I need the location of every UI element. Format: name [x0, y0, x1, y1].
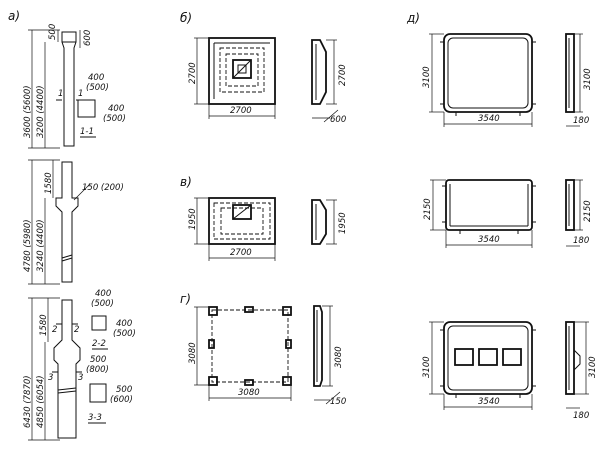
dim-col2-top: 1580: [44, 172, 54, 194]
dim-col3-total: 6430 (7870): [23, 375, 33, 428]
panel-d2-side-height: 2150: [583, 200, 593, 222]
cut-mark-2-right: 2: [74, 325, 79, 335]
panel-d3-width: 3540: [478, 397, 500, 407]
sec2-height: 400: [116, 319, 132, 329]
panel-v: 1950 2700 1950: [188, 197, 348, 261]
cut-mark-1-right: 1: [78, 89, 83, 99]
panel-d3-height: 3100: [422, 356, 432, 378]
sec3-width: 500: [90, 355, 106, 365]
panel-v-side-height: 1950: [338, 212, 348, 234]
panel-d2: 2150 3540 2150 180: [423, 179, 593, 248]
panel-g: 3080 3080 3080 150: [188, 305, 346, 407]
cut-mark-1-left: 1: [58, 89, 63, 99]
dim-col1-shaft: 3200 (4400): [36, 85, 46, 138]
panel-b: 2700 2700 2700 600: [188, 37, 348, 125]
panel-d2-height: 2150: [423, 198, 433, 220]
column-2: 4780 (5980) 3240 (4400) 1580 150 (200): [23, 159, 124, 285]
column-3: 2 2 3 3 6430 (7870) 4850 (6054) 1580 400…: [23, 289, 136, 441]
panel-d3-side-height: 3100: [588, 356, 597, 378]
label-panel-a: а): [8, 9, 20, 23]
sec1-height-alt: (500): [103, 114, 126, 124]
panel-d2-width: 3540: [478, 235, 500, 245]
section-label-1-1: 1-1: [80, 127, 94, 137]
panel-d1-side-height: 3100: [583, 68, 593, 90]
sec1-width-alt: (500): [86, 83, 109, 93]
panel-b-side-height: 2700: [338, 64, 348, 86]
panel-g-side-height: 3080: [334, 346, 344, 368]
panel-d1-width: 3540: [478, 114, 500, 124]
panel-b-width: 2700: [230, 106, 252, 116]
panel-d2-side-thickness: 180: [573, 236, 589, 246]
dim-col3-lower: 4850 (6054): [36, 375, 46, 428]
label-panel-g: г): [180, 292, 191, 306]
label-panel-d: д): [406, 11, 420, 25]
dim-col2-total: 4780 (5980): [23, 219, 33, 272]
sec3-height: 500: [116, 385, 132, 395]
sec3-height-alt: (600): [110, 395, 133, 405]
label-panel-b: б): [180, 11, 192, 25]
panel-g-side-thickness: 150: [330, 397, 346, 407]
sec1-width: 400: [88, 73, 104, 83]
dim-col1-top-right: 600: [83, 30, 93, 46]
label-panel-v: в): [180, 175, 192, 189]
panel-b-height: 2700: [188, 62, 198, 84]
sec2-width: 400: [95, 289, 111, 299]
cut-mark-2-left: 2: [52, 325, 57, 335]
column-1: 1 1 500 600 3600 (5600) 3200 (4400) 400 …: [23, 24, 126, 149]
panel-g-width: 3080: [238, 388, 260, 398]
dim-col2-lower: 3240 (4400): [36, 219, 46, 272]
panel-d3-side-thickness: 180: [573, 411, 589, 421]
sec2-width-alt: (500): [91, 299, 114, 309]
section-label-2-2: 2-2: [92, 339, 106, 349]
cut-mark-3-right: 3: [78, 373, 83, 383]
dim-col1-total: 3600 (5600): [23, 85, 33, 138]
cut-mark-3-left: 3: [48, 373, 53, 383]
sec2-height-alt: (500): [113, 329, 136, 339]
section-label-3-3: 3-3: [88, 413, 102, 423]
dim-col3-top: 1580: [39, 314, 49, 336]
dim-col1-top-left: 500: [48, 24, 58, 40]
sec3-width-alt: (800): [86, 365, 109, 375]
panel-d1-height: 3100: [422, 66, 432, 88]
panel-v-height: 1950: [188, 208, 198, 230]
panel-d1-side-thickness: 180: [573, 116, 589, 126]
panel-g-height: 3080: [188, 342, 198, 364]
sec1-height: 400: [108, 104, 124, 114]
panel-d3: 3100 3540 3100 180: [422, 321, 597, 421]
panel-b-side-thickness: 600: [330, 115, 346, 125]
dim-col2-cap: 150 (200): [82, 183, 124, 193]
panel-d1: 3100 3540 3100 180: [422, 33, 593, 127]
panel-v-width: 2700: [230, 248, 252, 258]
